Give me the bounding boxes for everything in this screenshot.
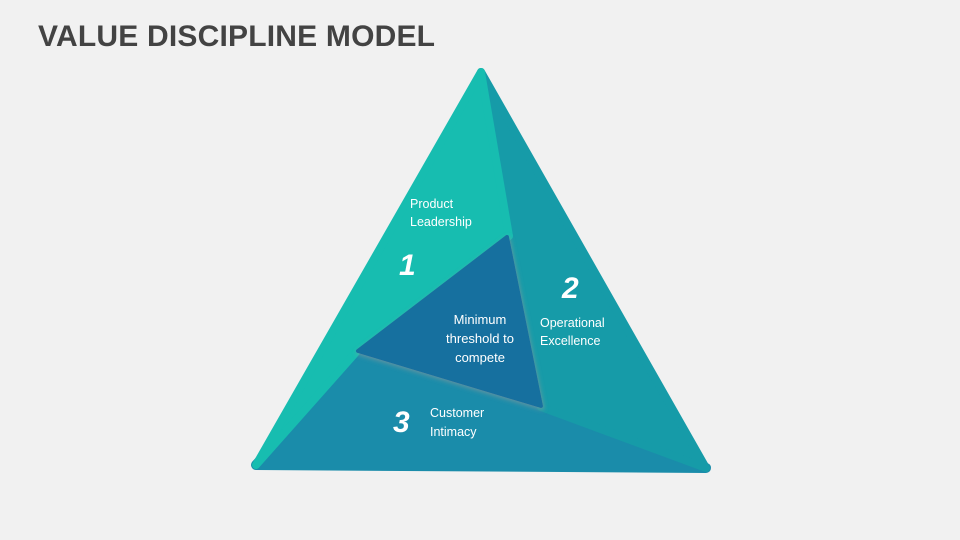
core-minimum-threshold-shape[interactable] xyxy=(356,235,543,408)
facet-product-leadership-number: 1 xyxy=(399,249,416,282)
facet-operational-excellence-label-line2: Excellence xyxy=(540,334,600,348)
facet-operational-excellence-number: 2 xyxy=(561,272,579,305)
facet-operational-excellence-label-line1: Operational xyxy=(540,316,605,330)
core-minimum-threshold[interactable] xyxy=(356,235,543,408)
page-title: VALUE DISCIPLINE MODEL xyxy=(38,20,436,53)
facet-customer-intimacy-label-line1: Customer xyxy=(430,406,484,420)
core-minimum-threshold-text: Minimum threshold to compete xyxy=(446,312,514,365)
facet-customer-intimacy-label-line2: Intimacy xyxy=(430,425,477,439)
core-label-line1: Minimum xyxy=(454,312,507,327)
facet-product-leadership-label-line1: Product xyxy=(410,197,454,211)
facet-product-leadership[interactable]: Product Leadership 1 xyxy=(252,68,513,469)
facet-customer-intimacy-number: 3 xyxy=(393,406,410,439)
facet-product-leadership-label-line2: Leadership xyxy=(410,215,472,229)
core-label-line3: compete xyxy=(455,350,505,365)
core-label-line2: threshold to xyxy=(446,331,514,346)
